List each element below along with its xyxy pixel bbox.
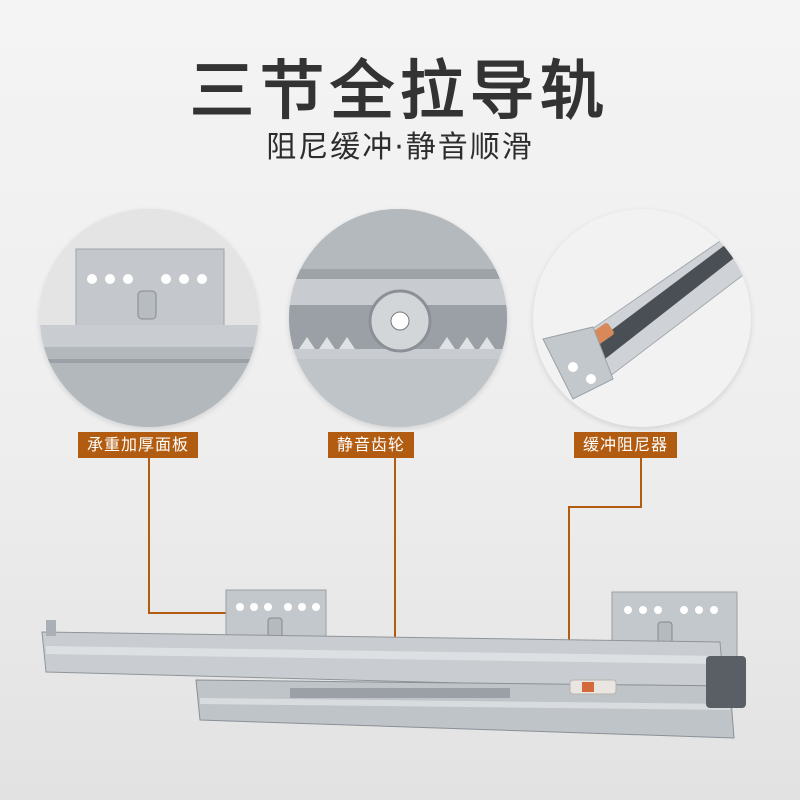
drawer-slide-image: [41, 589, 746, 739]
page-subtitle: 阻尼缓冲·静音顺滑: [266, 130, 534, 165]
gear-closeup: [289, 209, 507, 427]
tag-gear: 静音齿轮: [328, 432, 415, 458]
tag-damper: 缓冲阻尼器: [574, 432, 678, 458]
leader-line-1b: [148, 612, 228, 614]
leader-line-3: [640, 458, 642, 508]
tag-mounting-plate: 承重加厚面板: [78, 432, 199, 458]
damper-closeup: [533, 209, 751, 427]
leader-line-2: [394, 458, 396, 680]
leader-line-3a: [568, 506, 640, 508]
damper-icon: [533, 209, 751, 427]
mounting-plate-icon: [40, 209, 258, 427]
gear-icon: [289, 209, 507, 427]
mounting-plate-closeup: [40, 209, 258, 427]
page-title: 三节全拉导轨: [190, 55, 610, 129]
leader-line-3b: [568, 506, 570, 686]
leader-line-1: [148, 458, 150, 614]
